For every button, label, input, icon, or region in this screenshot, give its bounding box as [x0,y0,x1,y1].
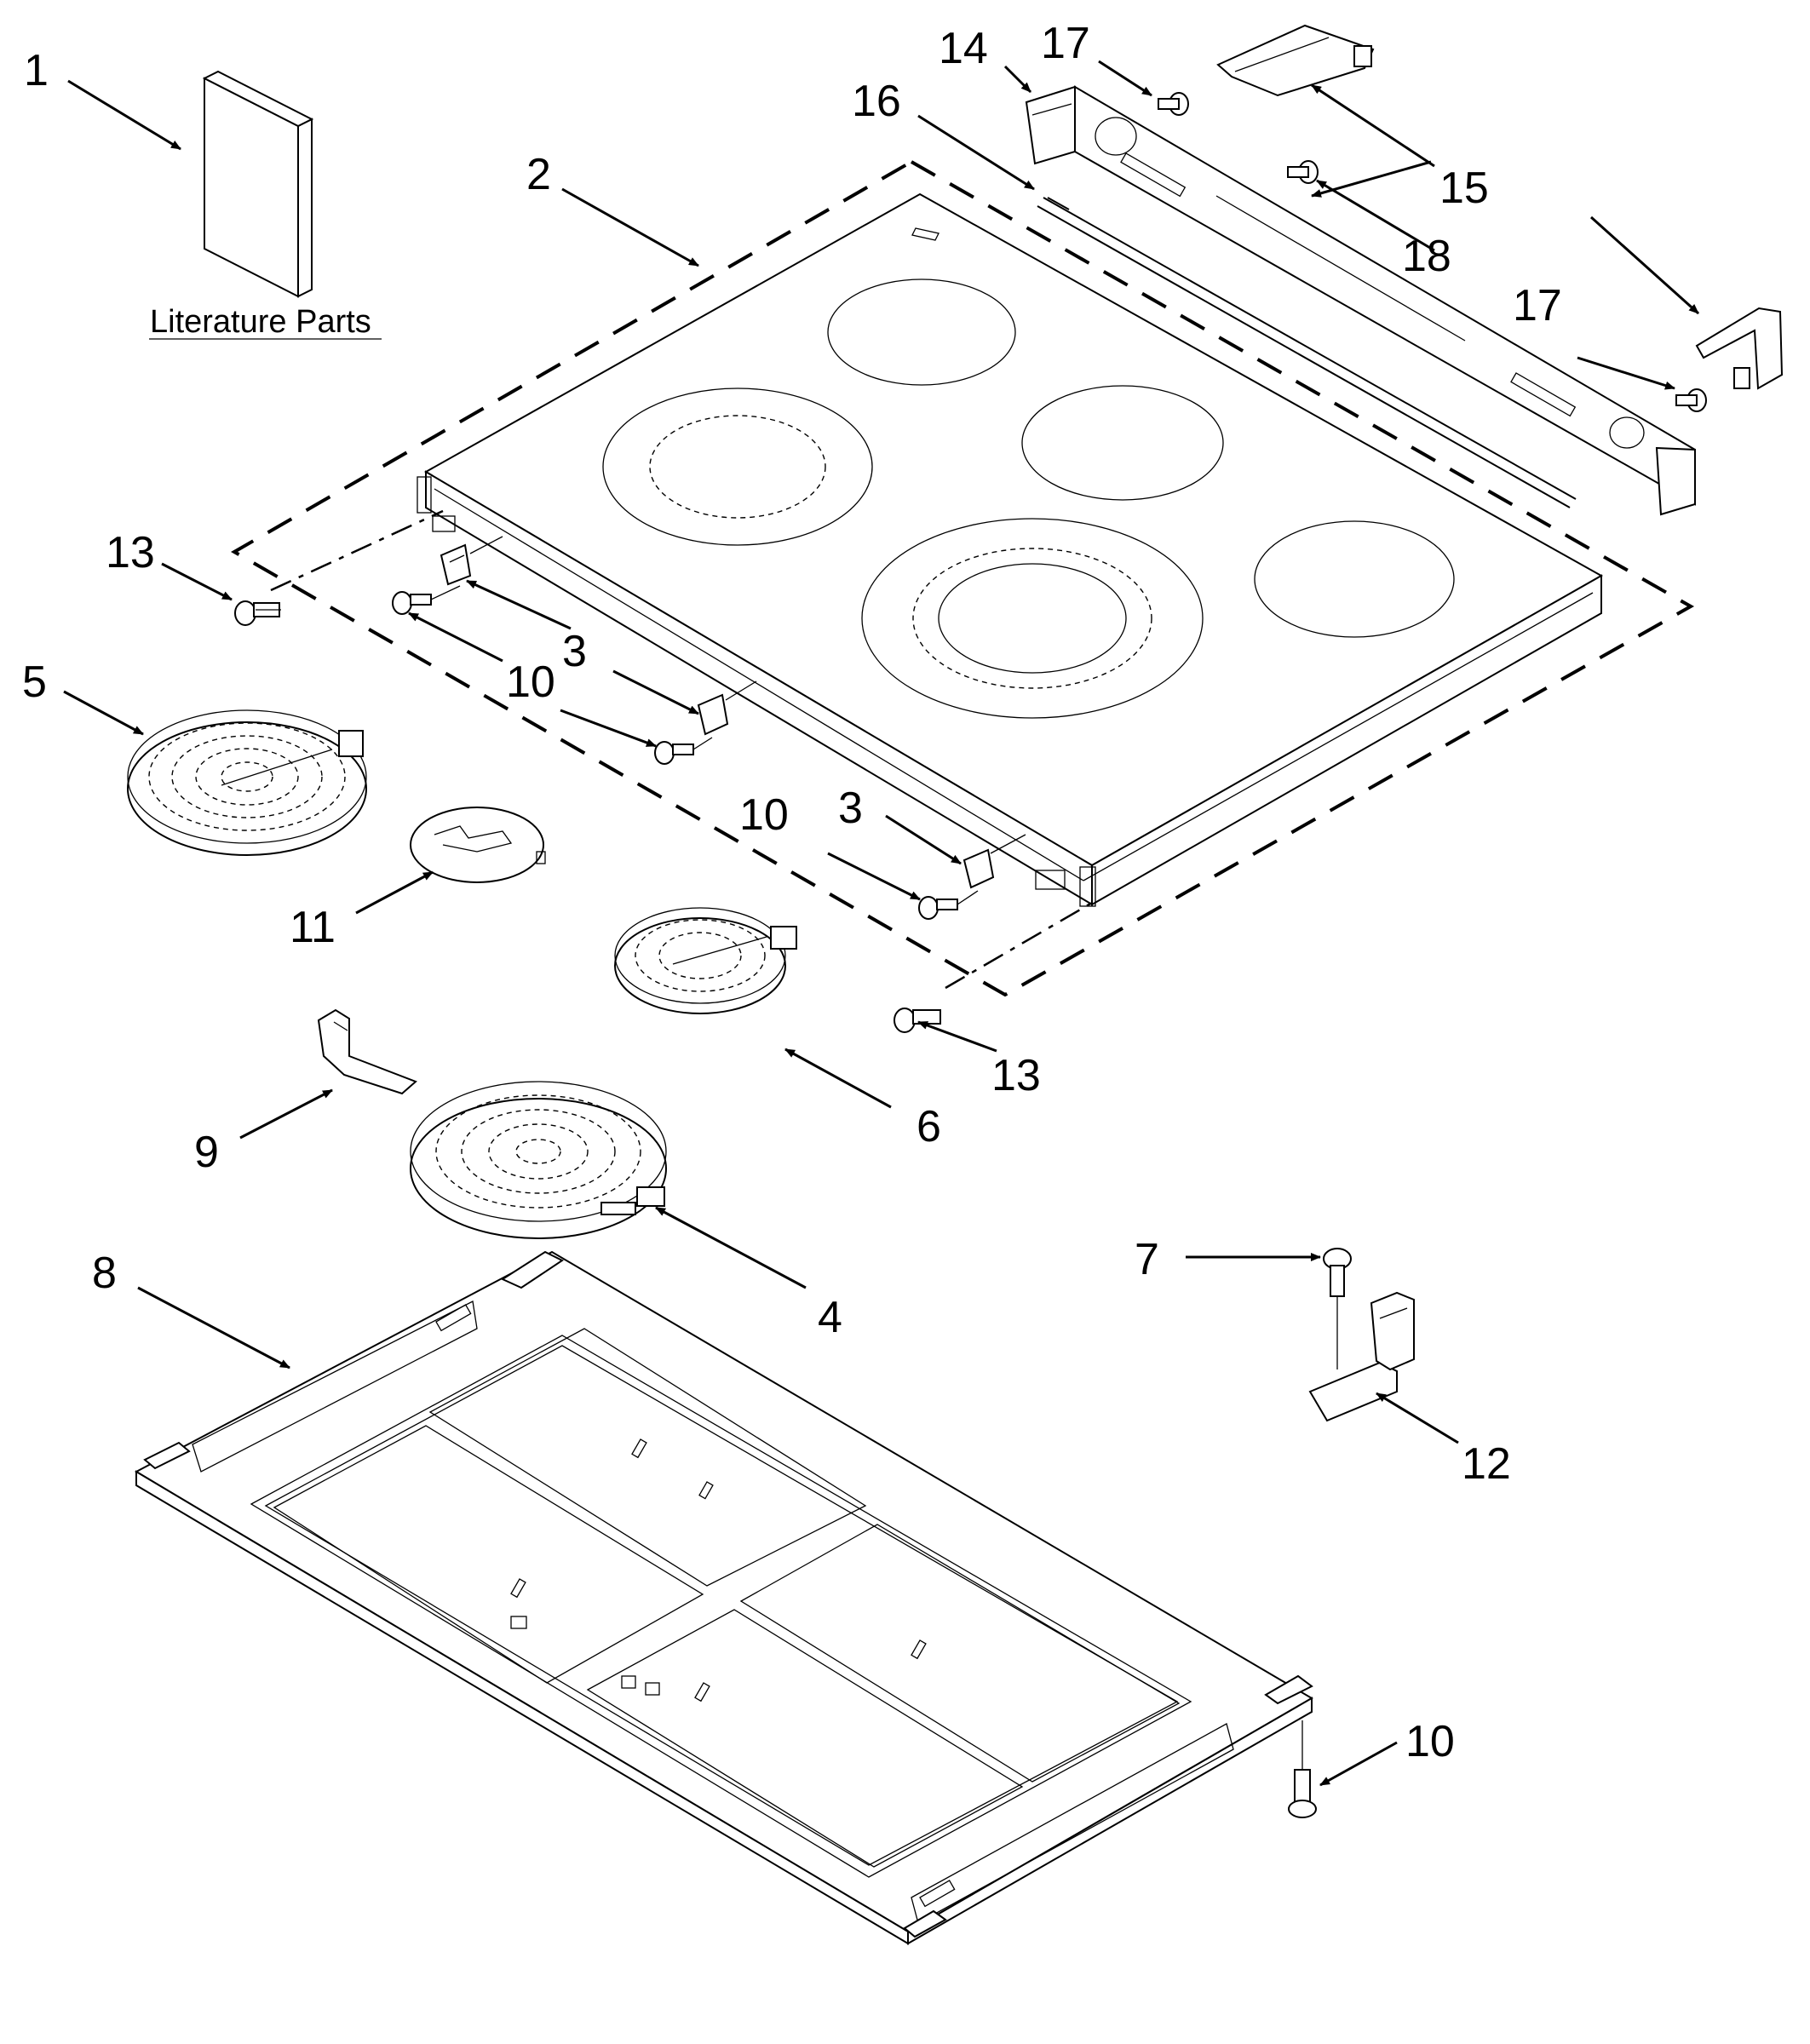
burner-zone-rear-left [827,278,1016,386]
callout-10: 10 [1405,1717,1455,1766]
literature-parts-booklet [149,70,382,340]
callout-14: 14 [939,24,988,73]
callout-15: 15 [1439,164,1489,213]
callout-16: 16 [852,77,901,126]
callout-3: 3 [838,784,863,833]
screw-17-front [1675,388,1707,412]
callout-8: 8 [92,1249,117,1298]
callout-9: 9 [194,1128,219,1177]
side-bracket-15-front [1695,307,1784,390]
screw-18 [1287,160,1319,184]
burner-zone-front-right [861,518,1204,719]
callout-13: 13 [106,528,155,577]
callout-2: 2 [526,150,551,199]
callout-1: 1 [24,46,49,95]
callout-3: 3 [562,627,587,676]
callout-17: 17 [1513,281,1562,330]
callout-10: 10 [506,657,555,707]
front-edge-bracket-left [417,476,456,532]
screw-7 [1323,1248,1352,1369]
callout-11: 11 [290,903,336,952]
side-bracket-15-rear [1216,24,1375,97]
burner-zone-center [1021,385,1224,501]
cooktop-assembly-outline [230,159,1695,997]
radiant-element-5 [127,709,367,856]
callout-5: 5 [22,657,47,707]
screw-17-rear [1158,92,1189,116]
radiant-element-6 [614,907,797,1014]
callout-12: 12 [1462,1439,1511,1489]
rear-bracket-14 [1025,85,1696,516]
mounting-clip-3-lower [962,834,1026,889]
callout-4: 4 [818,1293,842,1342]
element-support-pan-8 [134,1250,1313,1945]
screw-13-right [894,1008,941,1033]
mounting-clip-3-middle [697,680,757,736]
screw-10-upper [392,585,461,615]
screw-10-bottom [1288,1720,1317,1818]
screw-10-lower [918,890,979,920]
insulation-disc-11 [410,807,546,883]
callout-13: 13 [991,1051,1041,1100]
burner-zone-right-rear [1254,520,1455,638]
anti-tip-bracket-12 [1308,1291,1415,1422]
trim-strip-16 [1047,197,1070,210]
element-bracket-9 [317,1008,417,1095]
literature-parts-label: Literature Parts [150,304,371,340]
callout-17: 17 [1041,19,1090,68]
screw-10-middle [654,737,713,765]
mounting-clip-3-upper [440,536,503,586]
screw-13-left [234,600,281,626]
glass-cooktop [417,192,1604,907]
radiant-element-4 [410,1081,667,1239]
callout-10: 10 [739,790,789,840]
burner-zone-front-left [602,388,873,546]
callout-7: 7 [1135,1235,1159,1284]
callout-18: 18 [1402,232,1451,281]
callout-6: 6 [916,1102,941,1151]
